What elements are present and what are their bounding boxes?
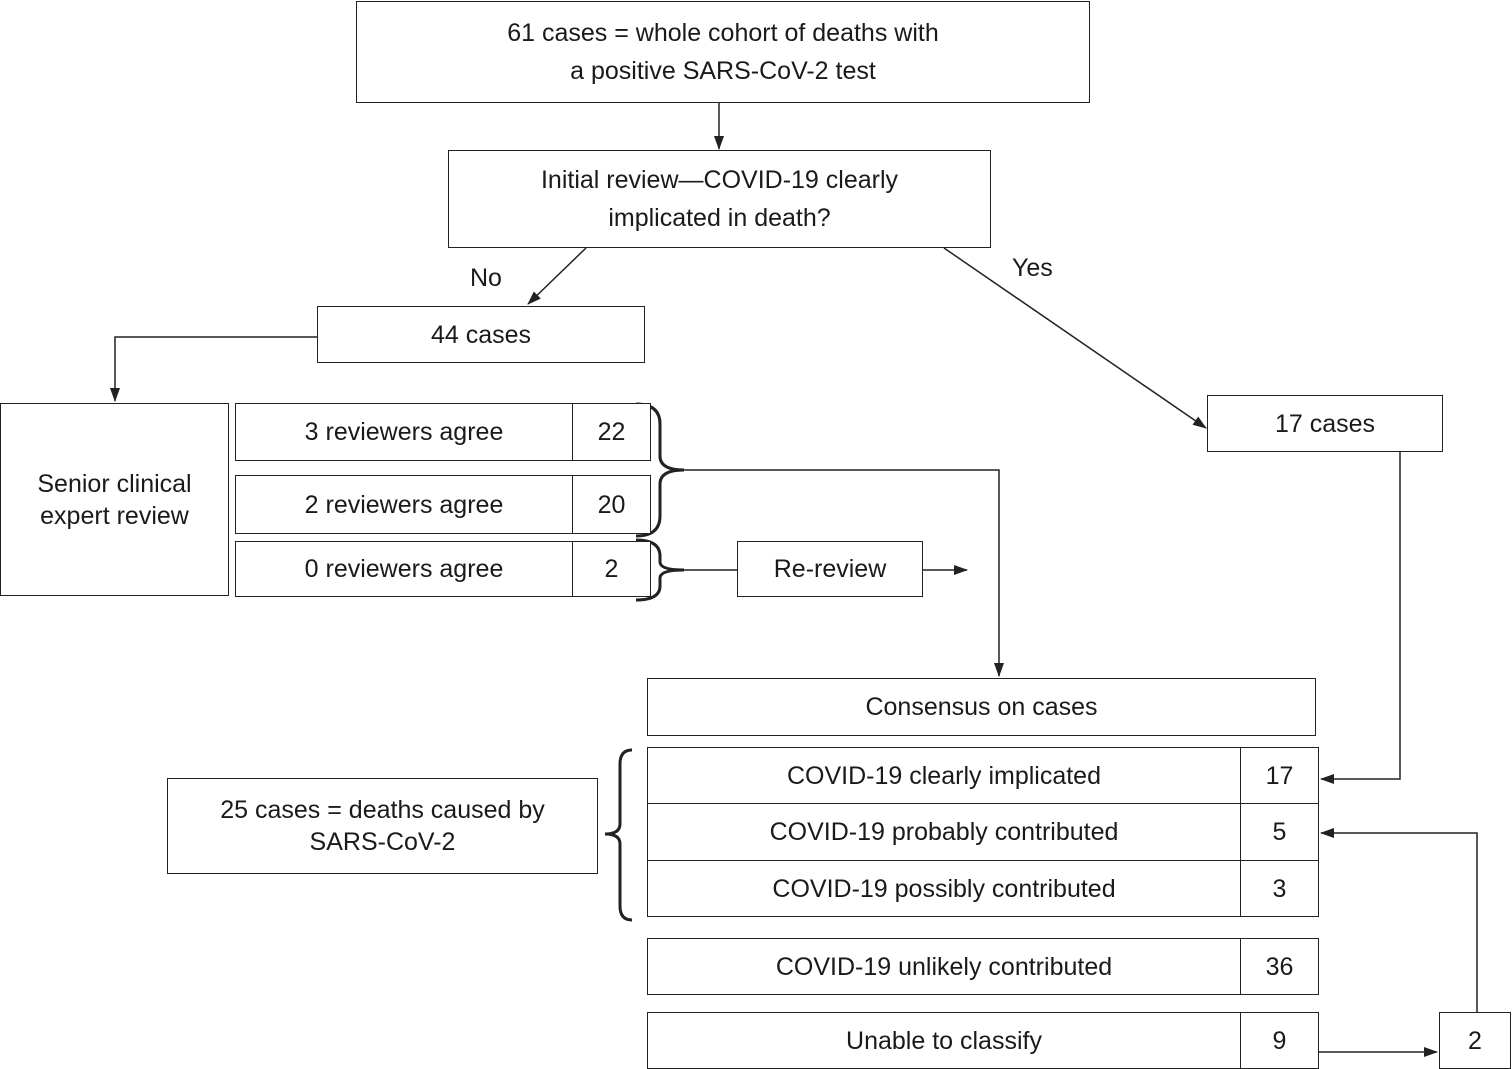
- outcome-count-possibly: 3: [1240, 861, 1318, 916]
- cases-44-box: 44 cases: [317, 306, 645, 363]
- cases-17-box: 17 cases: [1207, 395, 1443, 452]
- senior-review-box: Senior clinical expert review: [0, 403, 229, 596]
- arrow-44-to-senior: [110, 336, 317, 402]
- initial-review-box: Initial review—COVID-19 clearly implicat…: [448, 150, 991, 248]
- cases-17-text: 17 cases: [1274, 409, 1376, 438]
- re-review-box: Re-review: [737, 541, 923, 597]
- agree-count-2: 20: [572, 476, 650, 533]
- caused-by-text: 25 cases = deaths caused by SARS-CoV-2: [220, 796, 545, 856]
- brace-disagree: [635, 538, 685, 602]
- brace-caused: [604, 748, 633, 922]
- initial-review-text: Initial review—COVID-19 clearly implicat…: [540, 166, 899, 232]
- senior-review-text: Senior clinical expert review: [37, 469, 192, 530]
- outcome-count-unlikely: 36: [1240, 939, 1318, 994]
- outcome-label-possibly: COVID-19 possibly contributed: [772, 874, 1116, 903]
- agree-label-2: 2 reviewers agree: [304, 490, 504, 519]
- edge-label-yes: Yes: [1012, 254, 1053, 282]
- brace-agree: [635, 402, 685, 538]
- cohort-text: 61 cases = whole cohort of deaths with a…: [507, 19, 939, 85]
- consensus-text: Consensus on cases: [865, 693, 1098, 721]
- outcome-row-unable: Unable to classify 9: [647, 1012, 1319, 1069]
- arrow-2-to-probably: [1320, 828, 1478, 1012]
- agree-label-0: 0 reviewers agree: [304, 555, 504, 583]
- caused-by-box: 25 cases = deaths caused by SARS-CoV-2: [167, 778, 598, 874]
- edge-label-no: No: [470, 264, 502, 292]
- agree-count-3: 22: [572, 404, 650, 460]
- cohort-box: 61 cases = whole cohort of deaths with a…: [356, 1, 1090, 103]
- re-review-text: Re-review: [773, 555, 887, 583]
- outcome-count-unable: 9: [1240, 1013, 1318, 1068]
- cases-44-text: 44 cases: [430, 320, 532, 349]
- outcome-table: COVID-19 clearly implicated 17 COVID-19 …: [647, 747, 1319, 917]
- reclassified-box: 2: [1439, 1012, 1511, 1069]
- arrow-no: [527, 247, 587, 305]
- agree-row-3: 3 reviewers agree 22: [235, 403, 651, 461]
- outcome-label-unable: Unable to classify: [846, 1026, 1042, 1055]
- agree-label-3: 3 reviewers agree: [304, 418, 504, 446]
- outcome-label-unlikely: COVID-19 unlikely contributed: [775, 952, 1113, 981]
- outcome-label-probably: COVID-19 probably contributed: [648, 804, 1240, 861]
- agree-count-0: 2: [572, 542, 650, 596]
- consensus-box: Consensus on cases: [647, 678, 1316, 736]
- outcome-count-probably: 5: [1240, 804, 1318, 861]
- outcome-count-clearly: 17: [1240, 748, 1318, 804]
- outcome-row-unlikely: COVID-19 unlikely contributed 36: [647, 938, 1319, 995]
- reclassified-count: 2: [1468, 1026, 1482, 1055]
- agree-row-0: 0 reviewers agree 2: [235, 541, 651, 597]
- arrow-agree-to-consensus: [684, 469, 1004, 677]
- arrow-yes: [943, 247, 1207, 429]
- outcome-label-clearly: COVID-19 clearly implicated: [648, 748, 1240, 804]
- arrow-17-to-clearly: [1320, 451, 1401, 784]
- agree-row-2: 2 reviewers agree 20: [235, 475, 651, 534]
